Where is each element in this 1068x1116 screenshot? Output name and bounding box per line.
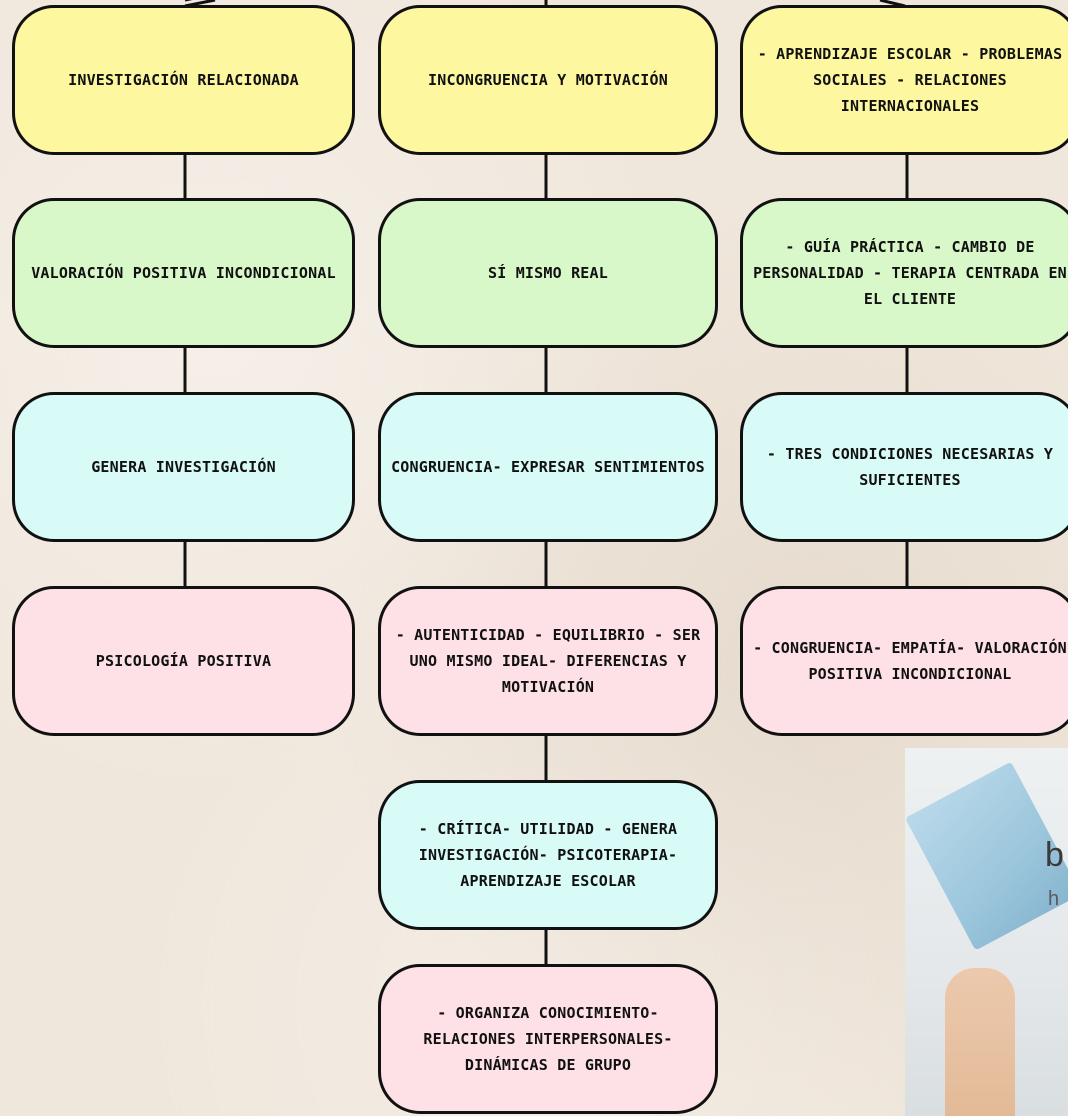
node-label: - Aprendizaje escolar - problemas social… <box>757 45 1063 115</box>
node-guia-practica: - Guía práctica - cambio de personalidad… <box>740 198 1068 348</box>
node-autenticidad: - Autenticidad - equilibrio - ser uno mi… <box>378 586 718 736</box>
reading-person-photo: b h <box>905 748 1068 1116</box>
hand-image <box>945 968 1015 1116</box>
node-psicologia-positiva: Psicología positiva <box>12 586 355 736</box>
node-congruencia-empatia: - Congruencia- empatía- valoración posit… <box>740 586 1068 736</box>
node-label: Genera investigación <box>91 458 276 476</box>
node-label: - Crítica- utilidad - genera investigaci… <box>418 820 678 890</box>
node-label: - Guía práctica - cambio de personalidad… <box>753 238 1067 308</box>
node-critica-utilidad: - Crítica- utilidad - genera investigaci… <box>378 780 718 930</box>
node-label: Sí mismo real <box>488 264 608 282</box>
node-label: - Congruencia- empatía- valoración posit… <box>753 639 1067 683</box>
node-label: - Tres condiciones necesarias y suficien… <box>766 445 1054 489</box>
node-valoracion-positiva: Valoración positiva incondicional <box>12 198 355 348</box>
node-label: Psicología positiva <box>95 652 272 670</box>
node-investigacion-relacionada: Investigación relacionada <box>12 5 355 155</box>
book-image <box>905 761 1068 951</box>
node-incongruencia-motivacion: Incongruencia y motivación <box>378 5 718 155</box>
node-genera-investigacion: Genera investigación <box>12 392 355 542</box>
node-label: Valoración positiva incondicional <box>31 264 336 282</box>
node-si-mismo-real: Sí mismo real <box>378 198 718 348</box>
node-label: - Autenticidad - equilibrio - ser uno mi… <box>395 626 701 696</box>
photo-glyph-small-text: h <box>1048 888 1060 910</box>
node-label: Congruencia- expresar sentimientos <box>391 458 705 476</box>
node-tres-condiciones: - Tres condiciones necesarias y suficien… <box>740 392 1068 542</box>
node-aprendizaje-escolar: - Aprendizaje escolar - problemas social… <box>740 5 1068 155</box>
node-label: Incongruencia y motivación <box>428 71 668 89</box>
photo-glyph-text: b <box>1045 836 1064 874</box>
node-congruencia-expresar: Congruencia- expresar sentimientos <box>378 392 718 542</box>
node-label: Investigación relacionada <box>68 71 299 89</box>
node-label: - Organiza conocimiento- relaciones inte… <box>423 1004 673 1074</box>
node-organiza-conocimiento: - Organiza conocimiento- relaciones inte… <box>378 964 718 1114</box>
